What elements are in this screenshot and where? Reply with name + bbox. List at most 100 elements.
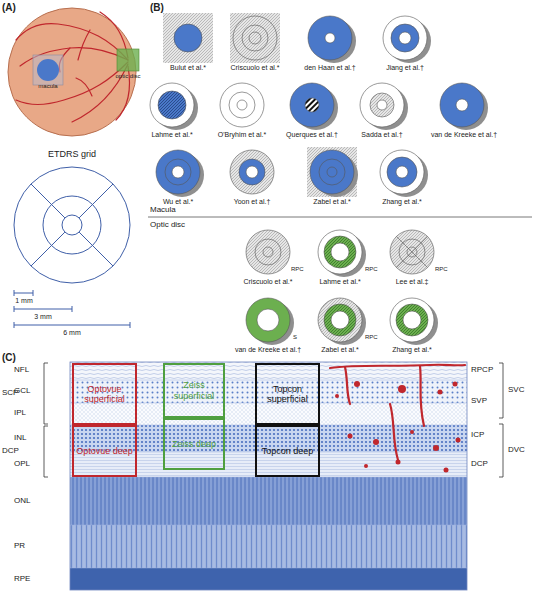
grid-ring [390,230,434,274]
label-text: ICP [471,431,484,440]
grid-ring [396,304,428,336]
grid-ring [377,100,387,110]
grid-ring [174,24,202,52]
label-text: O'Bryhim et al.* [218,131,266,139]
box-label: Zeiss superficial [165,378,223,403]
panel-letter: (B) [150,2,164,13]
grid-ring [239,159,265,185]
label-text: ONL [14,497,30,506]
panel-letter: (A) [2,2,16,13]
label-text: Zabel et al.* [321,346,358,354]
grid-ring [325,33,335,43]
grid-ring [255,239,281,265]
label-text: optic disc [115,73,140,80]
label-text: 6 mm [63,329,81,337]
label-text: Querques et al.† [286,131,338,139]
label-text: Lahme et al.* [151,131,192,139]
grid-ring [331,311,349,329]
label-text: van de Kreeke et al.† [235,346,301,354]
label-text: S [293,334,297,341]
label-text: RPC [365,334,378,341]
grid-ring [229,92,255,118]
grid-ring [318,230,362,274]
label-text: INL [14,434,26,443]
grid-ring [327,167,337,177]
label-text: PR [14,542,25,551]
grid-ring [324,304,356,336]
label-text: Zhang et al.* [382,198,422,206]
grid-ring [230,150,274,194]
label-text: OPL [14,460,30,469]
scan-slab-box: Zeiss deep [163,418,225,470]
sector-lines [397,237,428,268]
grid-ring [399,32,411,44]
grid-ring [308,16,352,60]
grid-ring [440,83,484,127]
scan-slab-box: Optovue deep [72,425,137,477]
label-text: van de Kreeke et al.† [431,131,497,139]
grid-ring [387,157,417,187]
label-text: RPCP [471,366,493,375]
label-text: 3 mm [34,313,52,321]
grid-ring [305,98,319,112]
label-text: Bulut et al.* [170,64,206,72]
grid-ring [233,16,277,60]
grid-ring [331,243,349,261]
grid-ring [246,298,290,342]
grid-ring [360,83,404,127]
grid-ring [370,93,394,117]
grid-ring [380,150,424,194]
grid-ring [396,166,408,178]
label-text: RPC [291,266,304,273]
grid-ring [318,298,362,342]
grid-ring [257,309,279,331]
grid-ring [324,236,356,268]
label-text: RPC [365,266,378,273]
panel-letter: (C) [2,352,16,363]
hatch-square [307,147,357,197]
grid-ring [319,159,345,185]
label-text: Sadda et al.† [361,131,402,139]
scan-slab-box: Optovue superficial [72,363,137,425]
box-label: Zeiss deep [170,437,218,451]
grid-ring [242,25,268,51]
label-text: DCP [471,460,488,469]
grid-ring [150,83,194,127]
hatch-square [163,13,213,63]
box-label: Optovue deep [74,444,135,458]
label-text: NFL [14,366,29,375]
scan-slab-box: Topcon deep [255,425,320,477]
grid-ring [391,24,419,52]
label-text: RPE [14,575,30,584]
label-text: Criscuolo et al.* [230,64,279,72]
box-label: Topcon deep [260,444,316,458]
grid-ring [220,83,264,127]
label-text: Optic disc [150,221,185,230]
label-text: Criscuolo et al.* [243,278,292,286]
box-label: Topcon superficial [257,382,318,407]
label-text: SVP [471,397,487,406]
box-label: Optovue superficial [74,382,135,407]
label-text: macula [38,83,57,90]
grid-ring [246,166,258,178]
label-text: DVC [508,446,525,455]
scan-slab-box: Zeiss superficial [163,363,225,418]
label-text: SVC [508,386,524,395]
label-text: Lahme et al.* [319,278,360,286]
grid-ring [263,247,273,257]
label-text: den Haan et al.† [304,64,355,72]
label-text: IPL [14,409,26,418]
label-text: Yoon et al.† [234,198,271,206]
label-text: Zabel et al.* [313,198,350,206]
label-text: Jiang et al.† [386,64,424,72]
label-text: Wu et al.* [163,198,193,206]
grid-ring [249,32,261,44]
grid-ring [456,99,468,111]
scan-slab-box: Topcon superficial [255,363,320,425]
grid-ring [403,311,421,329]
label-text: Zhang et al.* [392,346,432,354]
grid-ring [172,166,184,178]
grid-ring [158,91,186,119]
